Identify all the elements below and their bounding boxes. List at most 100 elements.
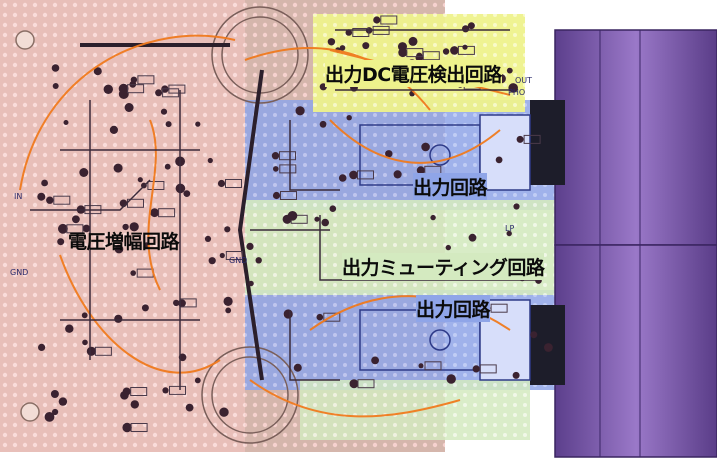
solder-pad xyxy=(120,391,129,400)
solder-pad xyxy=(52,83,59,89)
solder-pad xyxy=(109,125,118,134)
resistor-outline xyxy=(352,28,370,37)
solder-pad xyxy=(81,312,88,319)
solder-pad xyxy=(468,233,477,242)
solder-pad xyxy=(52,408,59,416)
solder-pad xyxy=(327,38,336,46)
resistor-outline xyxy=(357,379,375,389)
solder-pad xyxy=(46,196,54,204)
output-lower-label: 出力回路 xyxy=(416,295,491,322)
solder-pad xyxy=(185,403,194,412)
solder-pad xyxy=(93,67,102,76)
solder-pad xyxy=(338,174,347,182)
solder-pad xyxy=(283,309,293,319)
solder-pad xyxy=(495,156,503,164)
resistor-outline xyxy=(523,134,541,144)
solder-pad xyxy=(113,163,123,173)
solder-pad xyxy=(430,214,436,221)
solder-pad xyxy=(58,397,68,406)
signal-traces xyxy=(30,29,540,390)
solder-pad xyxy=(421,142,430,152)
solder-pad xyxy=(118,83,129,94)
solder-pad xyxy=(65,324,74,333)
solder-pad xyxy=(362,42,370,50)
solder-pad xyxy=(204,235,212,242)
solder-pad xyxy=(248,280,254,287)
solder-pad xyxy=(208,257,216,265)
solder-pad xyxy=(165,121,172,128)
resistor-outline xyxy=(53,195,71,205)
solder-pad xyxy=(141,304,149,312)
solder-pad xyxy=(219,252,225,259)
resistor-outline xyxy=(279,151,296,161)
solder-pad xyxy=(122,223,129,231)
solder-pad xyxy=(508,83,518,93)
resistor-outline xyxy=(280,191,297,200)
solder-pad xyxy=(124,103,134,112)
solder-pad xyxy=(345,29,353,36)
solder-pad xyxy=(287,211,298,221)
resistor-outline xyxy=(137,75,155,85)
output-upper-label: 出力回路 xyxy=(413,173,488,200)
resistor-outline xyxy=(279,164,297,174)
solder-pad xyxy=(271,152,280,160)
solder-pad xyxy=(183,190,191,198)
solder-pad xyxy=(506,67,513,74)
solder-pad xyxy=(137,177,143,183)
solder-pad xyxy=(442,48,450,55)
resistor-outline xyxy=(357,170,374,180)
resistor-outline xyxy=(424,361,442,371)
resistor-outline xyxy=(225,179,242,188)
solder-pad xyxy=(272,191,281,200)
resistor-outline xyxy=(479,364,497,374)
resistor-outline xyxy=(380,15,398,25)
solder-pad xyxy=(316,313,324,321)
solder-pad xyxy=(207,157,213,164)
solder-pad xyxy=(416,166,425,175)
resistor-outline xyxy=(158,208,176,218)
solder-pad xyxy=(408,36,418,46)
solder-pad xyxy=(273,166,279,172)
solder-pad xyxy=(173,299,180,307)
solder-pad xyxy=(398,48,408,58)
solder-pad xyxy=(82,339,88,346)
amp-region xyxy=(0,0,245,452)
solder-pad xyxy=(393,170,402,179)
solder-pad xyxy=(293,363,302,372)
solder-pad xyxy=(385,150,393,158)
solder-pad xyxy=(295,106,305,116)
solder-pad xyxy=(130,270,136,276)
solder-pad xyxy=(114,314,123,323)
dc-detect-label: 出力DC電圧検出回路 xyxy=(325,60,502,87)
solder-pad xyxy=(38,343,46,351)
resistor-outline xyxy=(225,251,243,260)
resistor-outline xyxy=(147,181,165,190)
solder-pad xyxy=(418,363,424,369)
resistor-outline xyxy=(162,88,180,98)
solder-pad xyxy=(462,44,468,50)
solder-pad xyxy=(195,121,201,127)
solder-pad xyxy=(512,371,520,379)
solder-pad xyxy=(255,257,262,264)
solder-pad xyxy=(194,377,201,384)
solder-pad xyxy=(72,215,80,224)
input-pin-label: IN xyxy=(14,192,23,201)
solder-pad xyxy=(63,120,69,125)
gnd-pin-label: GND xyxy=(10,268,29,277)
solder-pad xyxy=(445,244,451,251)
solder-pad xyxy=(450,46,459,55)
solder-pad xyxy=(219,407,229,417)
solder-pad xyxy=(82,224,91,233)
solder-pad xyxy=(164,163,171,170)
solder-pad xyxy=(44,412,55,422)
resistor-outline xyxy=(66,224,84,234)
solder-pad xyxy=(415,53,424,62)
solder-pad xyxy=(155,89,163,97)
resistor-outline xyxy=(94,346,112,356)
resistor-outline xyxy=(130,387,148,396)
solder-pad xyxy=(225,307,232,314)
solder-pad xyxy=(349,170,358,180)
solder-pad xyxy=(544,343,553,352)
solder-pad xyxy=(530,331,538,339)
